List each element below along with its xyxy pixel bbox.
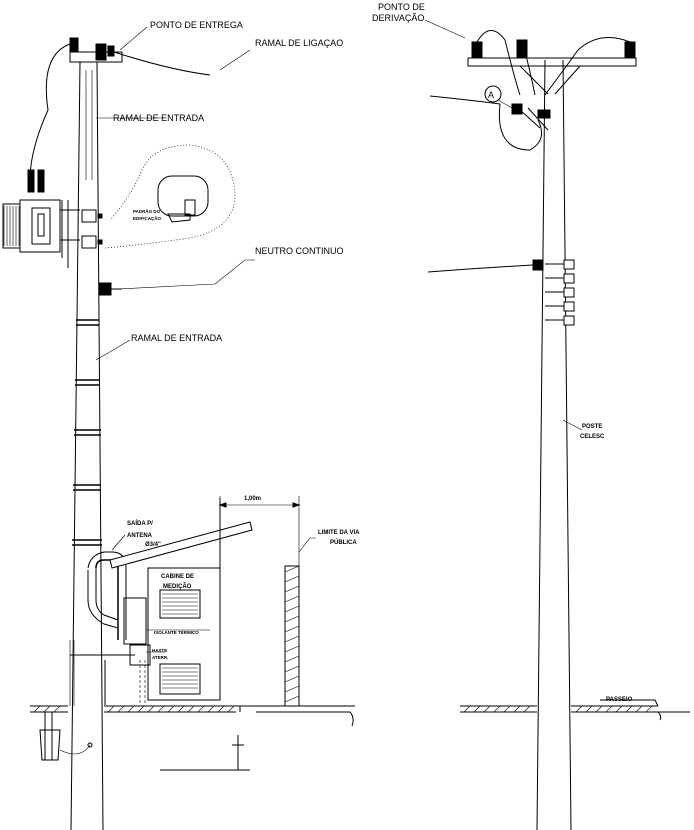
label-limite-1: LIMITE DA VIA (318, 530, 360, 536)
transformer (2, 169, 80, 268)
label-ponto-derivacao-1: PONTO DE (378, 2, 425, 12)
label-poste-1: POSTE (582, 424, 602, 430)
label-haste-1: HASTE (152, 648, 167, 653)
detail-bubble (104, 144, 236, 249)
label-ponto-derivacao-2: DERIVAÇÃO (372, 13, 424, 23)
label-ramal-ligacao: RAMAL DE LIGAÇAO (255, 38, 343, 48)
label-isolante: ISOLANTE TÉRMICO (154, 628, 199, 635)
label-saida-1: SAÍDA P/ (127, 519, 153, 527)
label-padrao-1: PADRÃO DO (133, 208, 161, 214)
left-pole (29, 26, 255, 830)
label-poste-2: CELESC (580, 434, 605, 440)
top-insulators (69, 37, 115, 61)
label-haste-2: ATERR. (152, 655, 168, 660)
label-limite-2: PÚBLICA (330, 539, 357, 546)
label-ramal-entrada-top: RAMAL DE ENTRADA (113, 113, 204, 123)
meter-cabinet (109, 496, 316, 707)
label-cabine-2: MEDIÇÃO (163, 583, 192, 590)
label-marker-a: A (488, 90, 494, 100)
label-cabine-1: CABINE DE (161, 574, 194, 580)
label-passeio: PASSEIO (606, 697, 633, 703)
label-padrao-2: EDIFICAÇÃO (133, 215, 161, 221)
label-saida-2: ANTENA (127, 533, 153, 539)
service-conduit (69, 551, 151, 706)
label-neutro-continuo: NEUTRO CONTINUO (255, 246, 344, 256)
left-ground (30, 705, 355, 771)
right-pole (427, 30, 637, 830)
label-ponto-entrega: PONTO DE ENTREGA (150, 20, 243, 30)
label-saida-3: Ø3/4" (145, 542, 161, 548)
label-dimension: 1,00m (244, 496, 261, 502)
label-ramal-entrada-mid: RAMAL DE ENTRADA (131, 333, 222, 343)
right-ground (460, 699, 690, 721)
